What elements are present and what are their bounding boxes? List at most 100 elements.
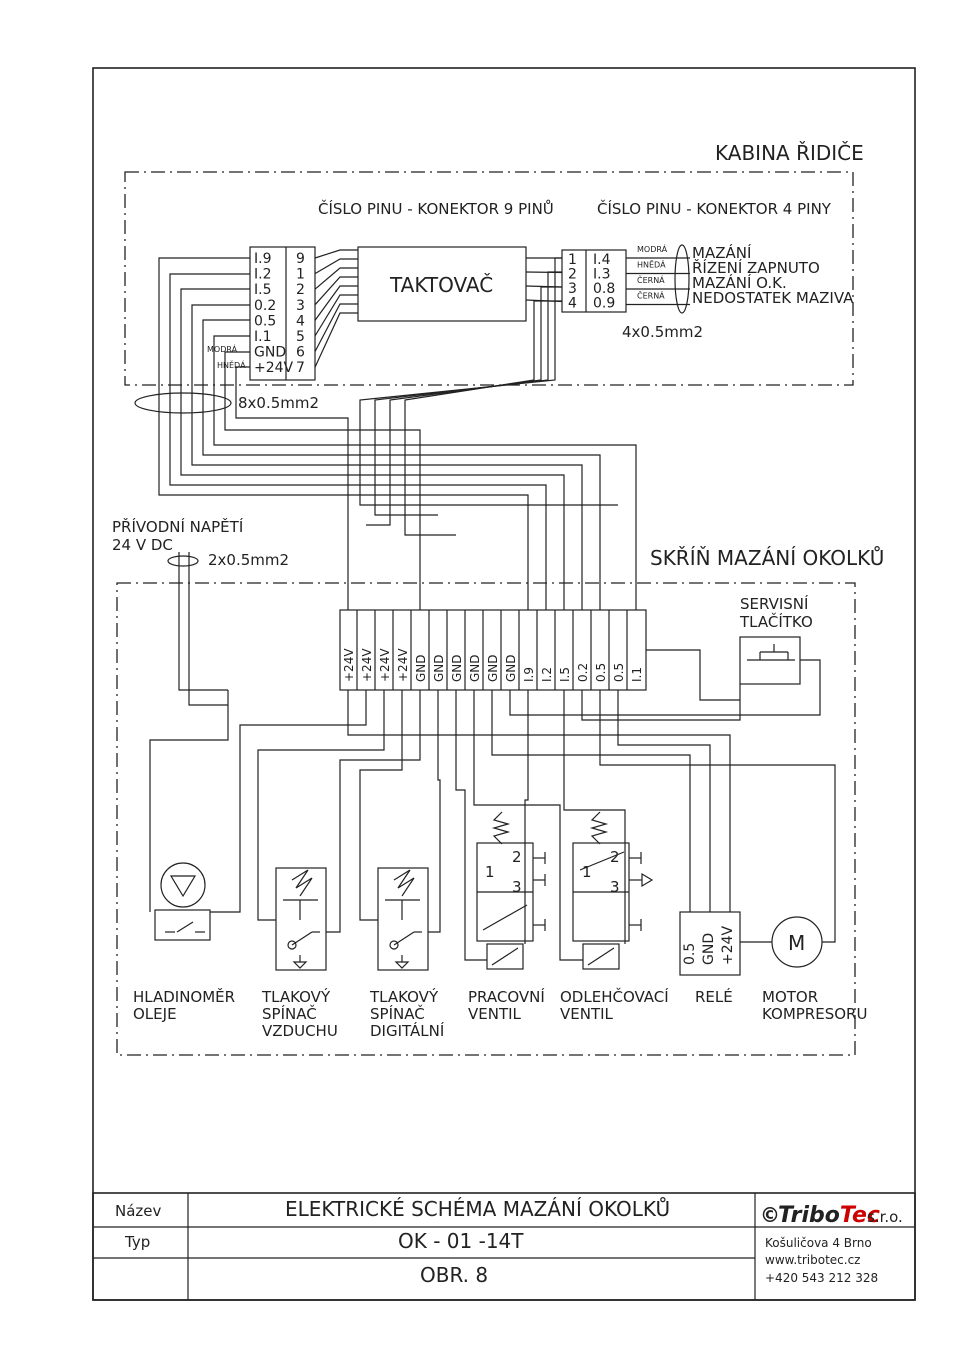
conn9-controller-wire: [314, 267, 358, 290]
conn4-wire-color: ČERNÁ: [637, 274, 665, 285]
level-sensor-wire-1: [149, 690, 229, 912]
relief-valve-icon: [572, 811, 654, 970]
conn4-signal: 0.9: [593, 296, 615, 312]
terminal-label: GND: [504, 654, 518, 682]
oil-level-sensor-icon: [154, 862, 211, 941]
component-label: TLAKOVÝ: [261, 987, 331, 1006]
conn9-controller-wire: [314, 312, 358, 368]
company-web: www.tribotec.cz: [765, 1253, 860, 1267]
component-label: VENTIL: [560, 1005, 614, 1023]
conn4-pin: 4: [568, 296, 577, 312]
trunk-wire: [180, 288, 565, 610]
indicator-label: MAZÁNÍ: [692, 243, 751, 262]
working-valve-wire-1: [455, 690, 487, 961]
trunk-wires: [158, 257, 637, 610]
supply-wire-2: [188, 552, 228, 706]
title-type-label: Typ: [124, 1233, 150, 1251]
trunk-wire: [213, 335, 637, 610]
conn9-pin: 9: [296, 251, 305, 267]
component-label: RELÉ: [695, 987, 733, 1006]
trunk-wire: [169, 273, 547, 610]
relay-box: [679, 911, 741, 976]
trunk-wire: [191, 304, 583, 610]
working-valve-port-1: 1: [485, 863, 495, 881]
conn9-pin: 2: [296, 282, 305, 298]
logo-copyright-icon: ©: [760, 1203, 780, 1227]
relay-terminal-label: +24V: [720, 925, 736, 965]
indicator-label: NEDOSTATEK MAZIVA: [692, 289, 854, 307]
component-label: OLEJE: [133, 1005, 177, 1023]
terminal-label: +24V: [342, 648, 356, 682]
terminal-label: GND: [468, 654, 482, 682]
aux-wire: [646, 649, 740, 701]
terminal-label: +24V: [396, 648, 410, 682]
company-logo: © TriboTec s.r.o.: [760, 1203, 903, 1228]
terminal-label: GND: [486, 654, 500, 682]
component-label: VENTIL: [468, 1005, 522, 1023]
terminal-label: GND: [414, 654, 428, 682]
motor-symbol: M: [788, 931, 805, 955]
supply-label-line2: 24 V DC: [112, 536, 173, 554]
relay-wire-1: [617, 690, 711, 912]
conn4-wire-color: MODRÁ: [637, 243, 668, 254]
conn9-color-hneda: HNĚDÁ: [217, 359, 246, 370]
cable8-bundle-ellipse: [134, 392, 232, 414]
company-phone: +420 543 212 328: [765, 1271, 878, 1285]
relief-valve-port-3: 3: [610, 878, 620, 896]
working-valve-wire-2: [524, 690, 529, 944]
terminal-label: +24V: [360, 648, 374, 682]
conn9-controller-wire: [314, 258, 358, 275]
relay-terminal-label: GND: [701, 933, 717, 965]
conn9-pin: 7: [296, 360, 305, 376]
service-button-wire-2: [509, 659, 821, 716]
conn4-wire-color: ČERNÁ: [637, 290, 665, 301]
conn4-title: ČÍSLO PINU - KONEKTOR 4 PINY: [597, 199, 832, 218]
conn9-signal: I.1: [254, 329, 272, 345]
cabinet-wires: [149, 649, 836, 961]
supply-wire-1: [178, 552, 228, 691]
conn4-signal: I.3: [593, 267, 611, 283]
conn4-wire-color: HNĚDÁ: [637, 259, 666, 270]
cab-title: KABINA ŘIDIČE: [715, 141, 864, 165]
relay-wire-2: [491, 690, 691, 912]
terminal-label: GND: [432, 654, 446, 682]
conn9-signal: 0.2: [254, 298, 276, 314]
conn4-pin: 3: [568, 281, 577, 297]
conn9-signal: I.2: [254, 267, 272, 283]
conn9-signal: 0.5: [254, 313, 276, 329]
svg-text:TriboTec: TriboTec: [778, 1203, 880, 1228]
conn4-to-controller-wires: [525, 257, 563, 303]
terminal-label: 0.5: [594, 663, 608, 682]
digital-pressure-switch-icon: [377, 867, 429, 971]
component-label: KOMPRESORU: [762, 1005, 867, 1023]
working-valve-icon: [476, 811, 546, 970]
motor-wire-1: [599, 690, 836, 943]
conn4-trunk-wire: [366, 286, 562, 526]
logo-tribo: Tribo: [778, 1203, 840, 1228]
cable4-label: 4x0.5mm2: [622, 323, 703, 341]
terminal-label: I.2: [540, 667, 554, 682]
service-button-label-2: TLAČÍTKO: [739, 612, 813, 631]
air-switch-wire-2: [326, 690, 421, 933]
controller-box: [357, 246, 527, 322]
terminal-label: 0.5: [612, 663, 626, 682]
terminal-label: +24V: [378, 648, 392, 682]
conn9-pin: 5: [296, 329, 305, 345]
conn9-to-controller-wires: [314, 249, 358, 368]
conn9-pin: 4: [296, 313, 305, 329]
conn4-pin: 1: [568, 252, 577, 268]
conn4-signal: 0.8: [593, 281, 615, 297]
component-label: TLAKOVÝ: [369, 987, 439, 1006]
conn9-controller-wire: [314, 294, 358, 337]
conn9-pin: 6: [296, 345, 305, 361]
component-label: DIGITÁLNÍ: [370, 1021, 444, 1040]
service-button-icon: [739, 636, 801, 685]
digital-switch-wire-1: [359, 690, 403, 921]
supply-cable-label: 2x0.5mm2: [208, 551, 289, 569]
digital-switch-wire-2: [428, 690, 441, 933]
drawing-name: ELEKTRICKÉ SCHÉMA MAZÁNÍ OKOLKŮ: [285, 1197, 670, 1221]
conn4-pin: 2: [568, 267, 577, 283]
conn9-pin: 1: [296, 267, 305, 283]
